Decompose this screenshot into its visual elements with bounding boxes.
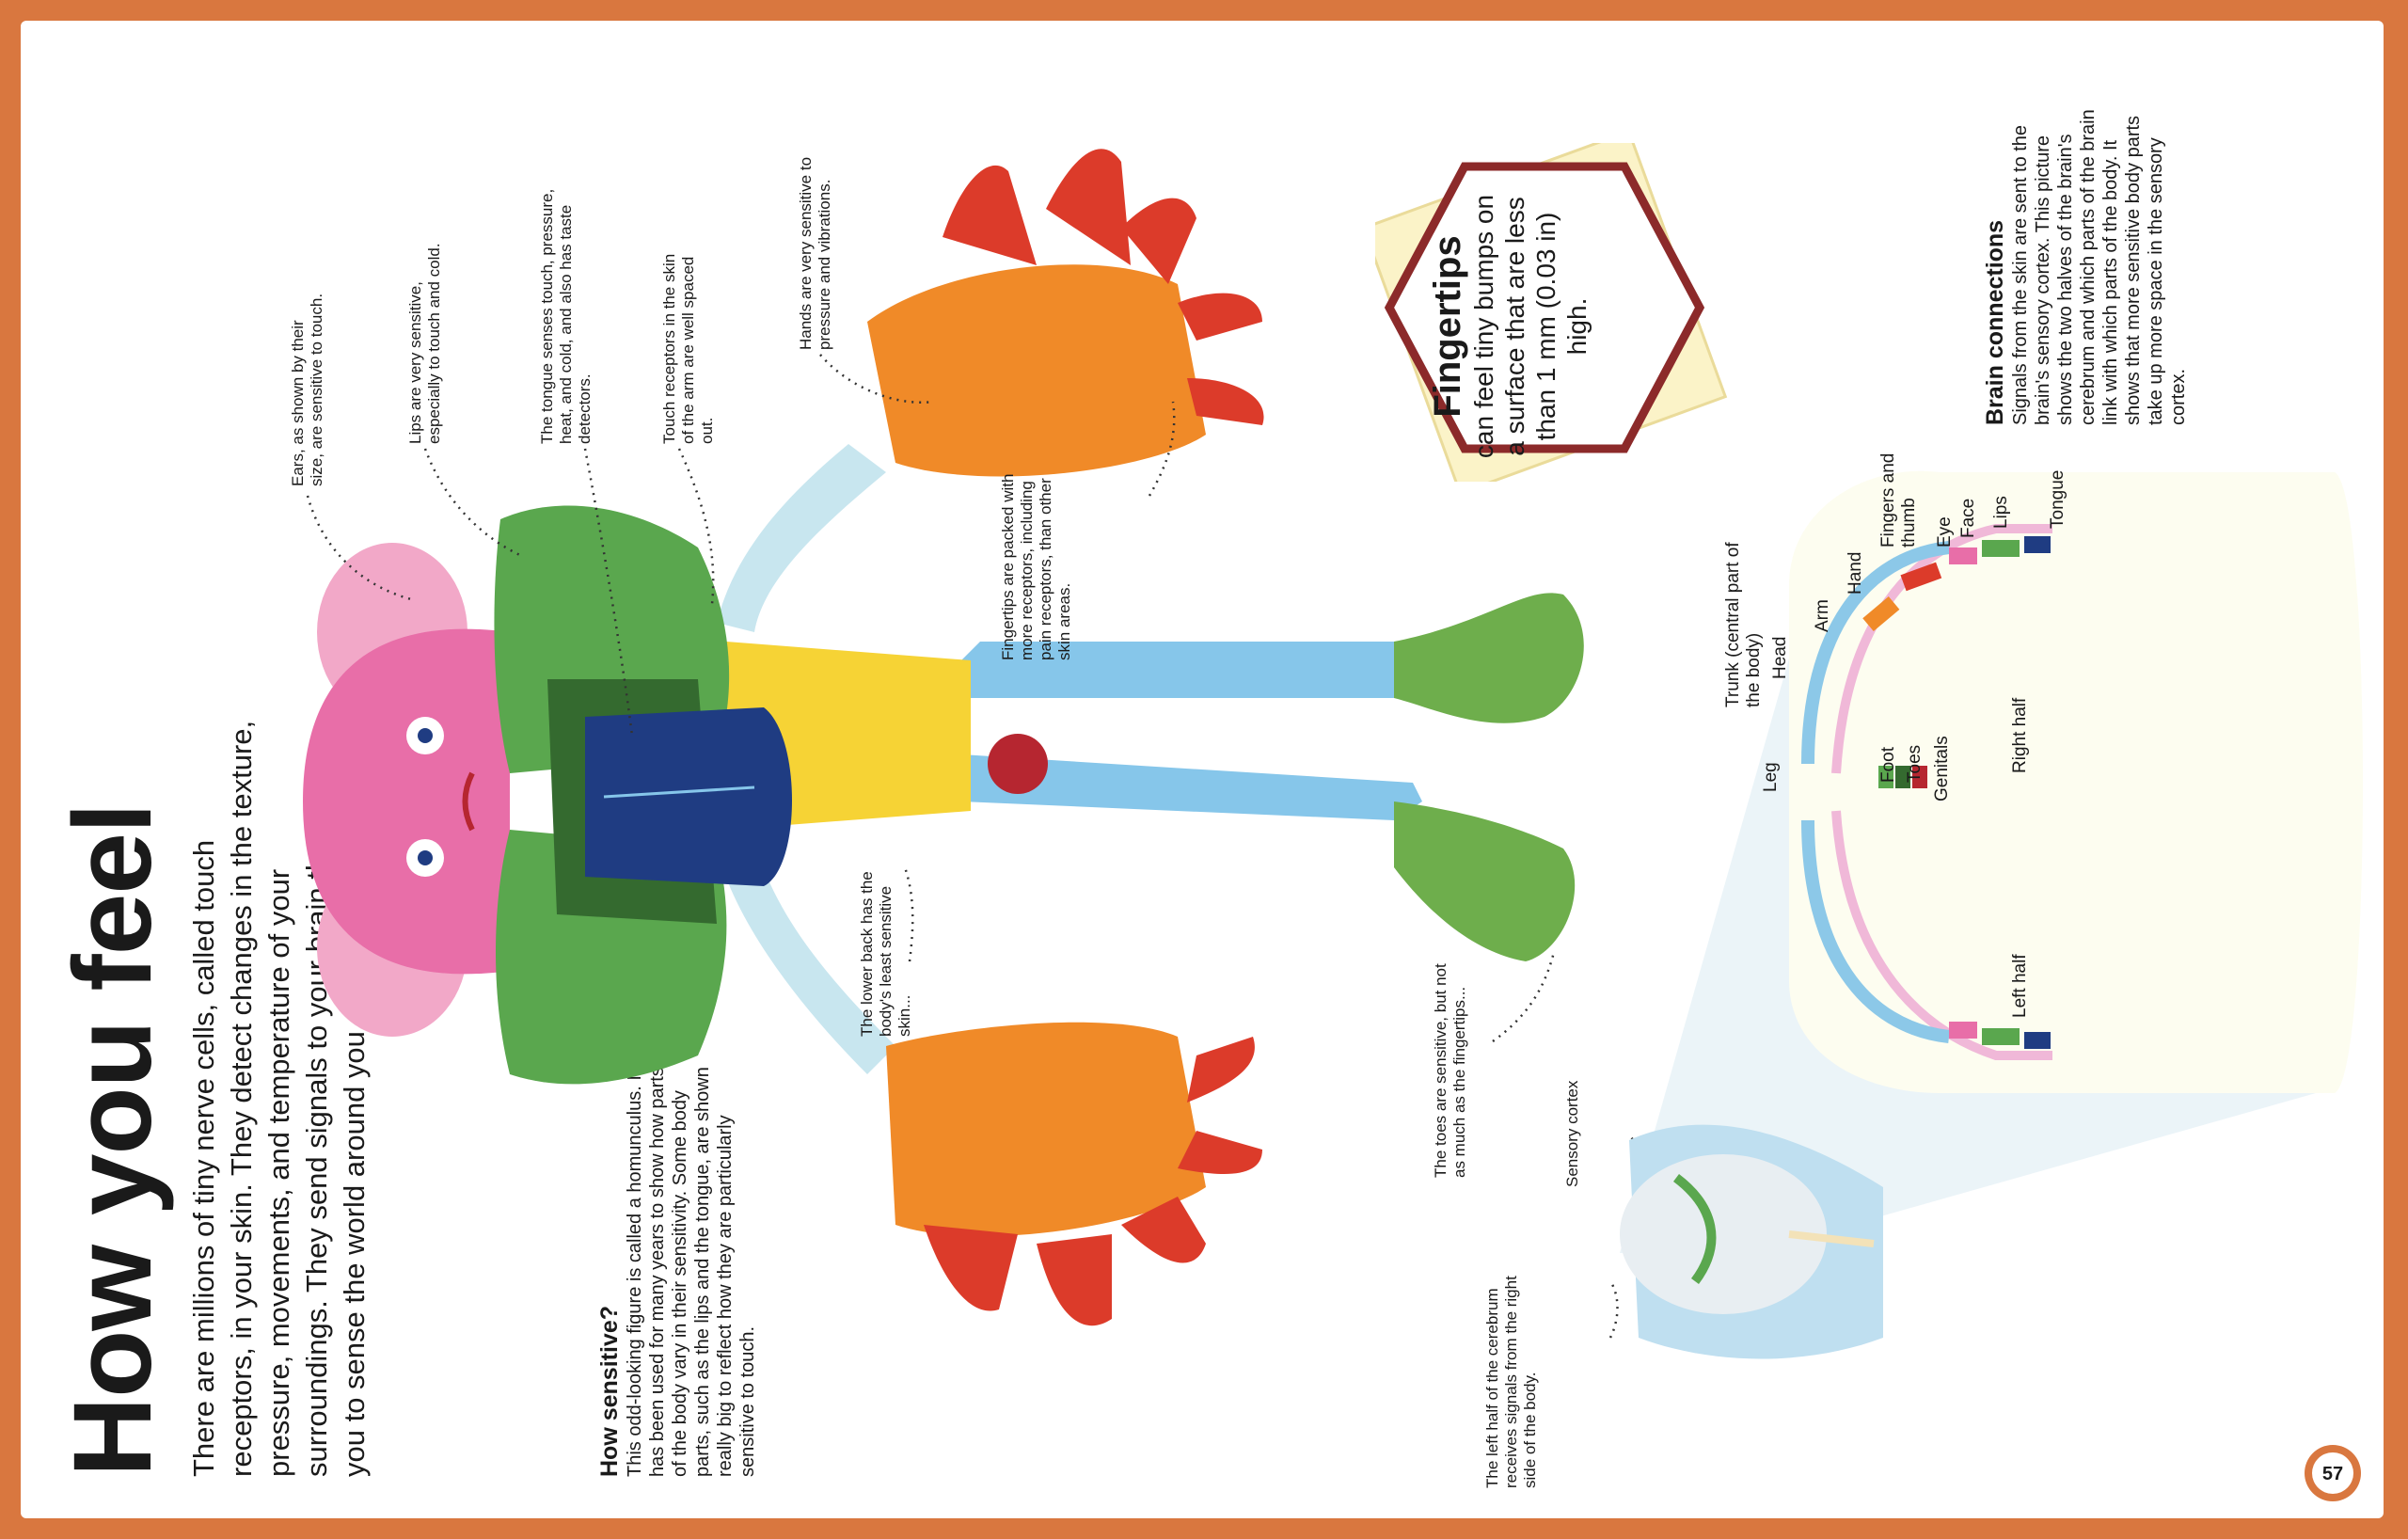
book-page: How you feel There are millions of tiny … (21, 21, 2384, 1518)
feet (1394, 593, 1584, 961)
cortex-label-left-half: Left half (2010, 954, 2030, 1018)
cortex-label-lips: Lips (1991, 496, 2011, 529)
fact-box-frame (1375, 143, 1728, 482)
hands (867, 149, 1264, 1326)
legs (943, 642, 1422, 820)
page-number: 57 (2322, 1464, 2343, 1484)
cortex-label-toes: Toes (1905, 744, 1925, 783)
cortex-label-foot: Foot (1878, 746, 1898, 783)
cortex-label-leg: Leg (1761, 762, 1781, 792)
cortex-label-genitals: Genitals (1932, 736, 1952, 801)
cortex-label-tongue: Tongue (2048, 469, 2067, 529)
cortex-label-face: Face (1958, 498, 1978, 538)
cortex-label-arm: Arm (1813, 599, 1832, 632)
homunculus-illustration (303, 149, 1645, 1339)
side-view-head (1620, 1124, 1883, 1359)
arms (717, 444, 895, 1074)
tongue (585, 707, 792, 886)
cortex-band (1801, 541, 1950, 1043)
page-number-badge: 57 (2305, 1445, 2361, 1501)
label-sensory-cortex: Sensory cortex (1563, 1080, 1581, 1187)
cortex-label-right-half: Right half (2010, 697, 2030, 773)
cortex-label-trunk: Trunk (central part of the body) (1723, 542, 1764, 707)
label-left-half-cerebrum: The left half of the cerebrum receives s… (1483, 1276, 1539, 1488)
genital-circle (988, 734, 1048, 794)
cortex-label-hand: Hand (1846, 551, 1865, 595)
cortex-folds (1831, 524, 2052, 1060)
cortex-segments (1862, 536, 2051, 1049)
brain-illustration: 57 (1620, 470, 2363, 1501)
cortex-label-fingers: Fingers and thumb (1878, 452, 1919, 547)
cortex-label-head: Head (1770, 636, 1790, 679)
cortex-label-eye: Eye (1935, 516, 1955, 547)
head (303, 543, 510, 1037)
